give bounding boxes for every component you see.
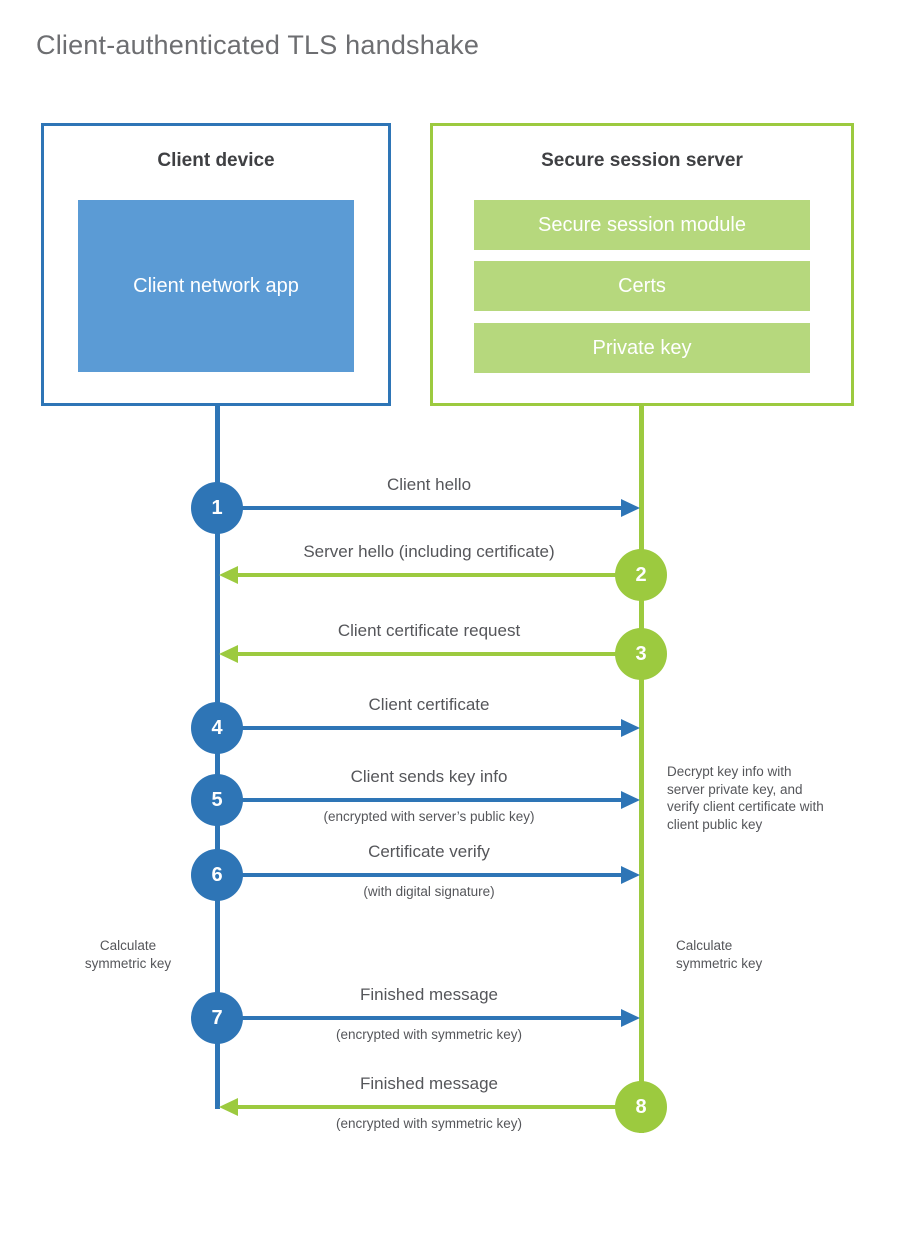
secure-session-server-box: Secure session server Secure session mod… (430, 123, 854, 406)
step-sublabel: (encrypted with symmetric key) (335, 1027, 523, 1042)
step-number-badge: 4 (191, 702, 243, 754)
step-label: Certificate verify (368, 842, 490, 861)
server-module-bar: Secure session module (474, 200, 810, 250)
client-network-app-box: Client network app (78, 200, 354, 372)
step-label: Client certificate request (337, 621, 521, 640)
client-device-title: Client device (157, 150, 275, 171)
arrow-line (219, 798, 622, 802)
arrow-right-icon (621, 499, 640, 517)
page-title: Client-authenticated TLS handshake (36, 30, 480, 60)
step-number-badge: 2 (615, 549, 667, 601)
arrow-left-icon (219, 1098, 238, 1116)
arrow-line (219, 873, 622, 877)
server-module-bar: Certs (474, 261, 810, 311)
arrow-line (219, 506, 622, 510)
arrow-right-icon (621, 719, 640, 737)
arrow-line (237, 1105, 640, 1109)
arrow-right-icon (621, 791, 640, 809)
step-number-badge: 8 (615, 1081, 667, 1133)
step-label: Finished message (360, 985, 498, 1004)
note-decrypt-key-info: Decrypt key info with server private key… (667, 764, 824, 832)
client-network-app-label: Client network app (133, 275, 299, 297)
client-device-box: Client device Client network app (41, 123, 391, 406)
step-number-badge: 3 (615, 628, 667, 680)
step-sublabel: (with digital signature) (363, 884, 495, 899)
server-module-bar: Private key (474, 323, 810, 373)
arrow-right-icon (621, 1009, 640, 1027)
secure-session-server-title: Secure session server (541, 150, 743, 171)
step-number-badge: 6 (191, 849, 243, 901)
arrow-line (219, 726, 622, 730)
server-lifeline (639, 400, 644, 1133)
step-label: Client sends key info (350, 767, 508, 786)
step-number-badge: 5 (191, 774, 243, 826)
step-sublabel: (encrypted with server’s public key) (323, 809, 535, 824)
arrow-left-icon (219, 645, 238, 663)
step-label: Finished message (360, 1074, 498, 1093)
step-sublabel: (encrypted with symmetric key) (335, 1116, 523, 1131)
note-calculate-symmetric-key-client: Calculate symmetric key (84, 938, 172, 971)
arrow-line (237, 652, 640, 656)
step-label: Client hello (386, 475, 472, 494)
arrow-left-icon (219, 566, 238, 584)
arrow-line (237, 573, 640, 577)
client-lifeline (215, 400, 220, 1109)
arrow-right-icon (621, 866, 640, 884)
note-calculate-symmetric-key-server: Calculate symmetric key (676, 938, 763, 971)
step-label: Server hello (including certificate) (303, 542, 555, 561)
step-number-badge: 1 (191, 482, 243, 534)
step-number-badge: 7 (191, 992, 243, 1044)
step-label: Client certificate (368, 695, 490, 714)
arrow-line (219, 1016, 622, 1020)
